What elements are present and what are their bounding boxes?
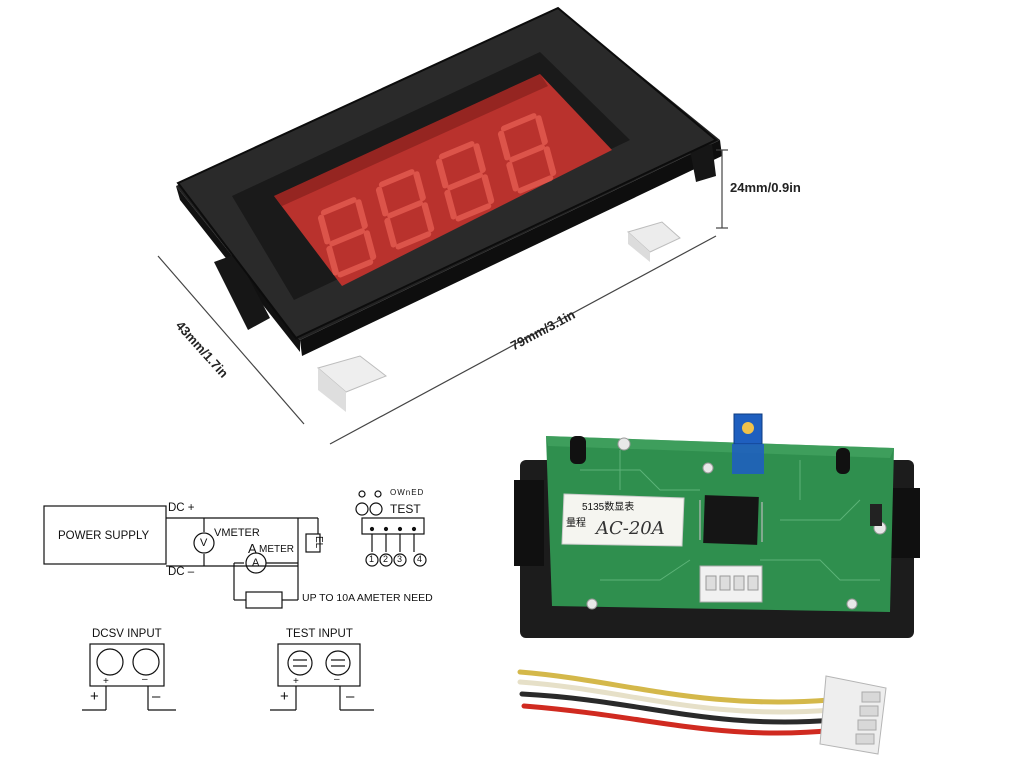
- dcsv-bottom-minus: –: [152, 688, 161, 705]
- pin-1: 1: [369, 554, 375, 564]
- pcb-model-label: 5135数显表: [582, 502, 635, 513]
- dcsv-plus: +: [103, 676, 109, 687]
- pcb-range-label: 量程: [566, 518, 586, 529]
- test-minus: –: [334, 674, 340, 685]
- dcsv-bottom-plus: +: [90, 688, 99, 705]
- ameter-letter: A: [248, 541, 257, 556]
- vmeter-label: VMETER: [214, 527, 260, 539]
- test-input-label: TEST INPUT: [286, 628, 353, 640]
- power-supply-label: POWER SUPPLY: [58, 530, 150, 542]
- voltmeter-symbol: V: [200, 537, 208, 549]
- test-plus: +: [293, 676, 299, 687]
- ameter-label: METER: [259, 544, 294, 555]
- owned-label: OWnED: [390, 488, 425, 497]
- ic-chip: [703, 495, 759, 545]
- dimension-height-label: 24mm/0.9in: [730, 180, 801, 195]
- wire-harness: [517, 669, 839, 736]
- mounting-clip-right: [627, 221, 681, 253]
- seven-segment-digits: [317, 113, 557, 278]
- ammeter-symbol: A: [252, 557, 260, 569]
- pin-4: 4: [417, 554, 423, 564]
- dcsv-minus: –: [142, 674, 148, 685]
- test-bottom-plus: +: [280, 688, 289, 705]
- dc-minus-label: DC –: [168, 566, 195, 578]
- dimension-lines: [157, 149, 728, 445]
- dcsv-input-label: DCSV INPUT: [92, 628, 162, 640]
- pcb-handwritten-range: AC-20A: [596, 518, 665, 539]
- pin-3: 3: [397, 554, 403, 564]
- dc-plus-label: DC +: [168, 502, 195, 514]
- test-label: TEST: [390, 502, 421, 516]
- test-bottom-minus: –: [346, 688, 355, 705]
- shunt-note: UP TO 10A AMETER NEED: [302, 592, 433, 604]
- pin-2: 2: [383, 554, 389, 564]
